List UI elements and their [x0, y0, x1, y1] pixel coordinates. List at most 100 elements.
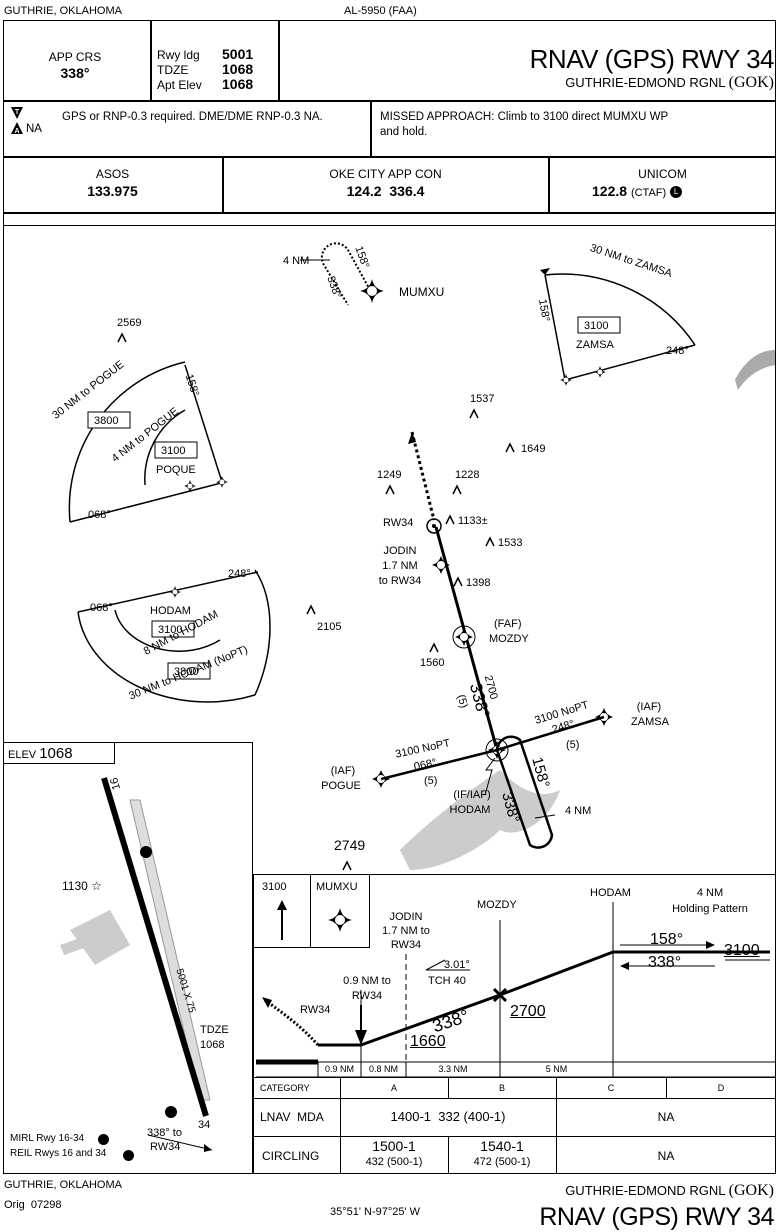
airport-sketch	[60, 777, 213, 1152]
profile-ma-fix: MUMXU	[316, 881, 358, 893]
cat-d: D	[717, 1083, 725, 1093]
footer-orig: Orig 07298	[4, 1199, 62, 1211]
header-city: GUTHRIE, OKLAHOMA	[4, 5, 122, 17]
obstacle-1537: 1537	[470, 393, 495, 405]
minimums-table	[253, 1077, 776, 1174]
zamsa-taa-arc	[544, 273, 696, 346]
taxiway	[129, 799, 211, 1101]
runway-34-label: 34	[198, 1119, 211, 1131]
obstacle-1249: 1249	[377, 469, 402, 481]
footer-title: RNAV (GPS) RWY 34	[539, 1203, 774, 1231]
sketch-crs-1: 338° to	[147, 1127, 182, 1139]
apt-elev-label: Apt Elev	[157, 78, 202, 92]
alternate-minimums-icon: T	[11, 107, 23, 119]
ctaf-label: (CTAF)	[630, 187, 667, 199]
profile-ma-alt: 3100	[262, 881, 287, 893]
alternate-na-text: NA	[26, 123, 42, 135]
hodam-taa-crs-068: 068°	[90, 602, 113, 614]
profile-dist-1: 0.9 NM	[324, 1064, 354, 1074]
ldg-divider	[278, 20, 280, 100]
hodam-taa-outer-arc	[77, 611, 256, 703]
alternate-na-icon: A	[11, 122, 23, 135]
profile-hold-in: 158°	[650, 931, 684, 948]
row2-divider	[3, 156, 776, 158]
tdze-value: 1068	[222, 61, 254, 77]
descent-path	[318, 950, 614, 1047]
hodam-taa-alt-inner: 3100	[158, 624, 183, 636]
chart-id: AL-5950 (FAA)	[344, 5, 417, 17]
unicom-label: UNICOM	[638, 167, 687, 181]
notes-divider	[370, 100, 372, 156]
approach-control-frequency: 124.2 336.4	[346, 183, 425, 199]
app-crs-value: 338°	[60, 65, 90, 81]
min-col-cd	[666, 1077, 667, 1098]
tdze-label: TDZE	[157, 63, 189, 77]
airport-identifier: (GOK)	[728, 74, 774, 91]
ma-fix-box	[310, 874, 370, 948]
profile-jodin-alt: 1660	[410, 1033, 446, 1050]
pogue-alt-inner	[154, 441, 198, 459]
profile-hold-1: 4 NM	[696, 887, 724, 899]
mirl-lighting-icon	[98, 1134, 109, 1145]
reil-lighting-icon	[123, 1150, 134, 1161]
profile-jodin-d1: 1.7 NM to	[382, 925, 430, 937]
profile-tch: TCH 40	[428, 975, 466, 987]
circling-b-2: 472 (500-1)	[473, 1156, 531, 1168]
elevation-row: ELEV 1068	[8, 746, 73, 761]
final-dist: (5)	[454, 693, 470, 710]
missed-approach-line2: and hold.	[380, 126, 428, 138]
profile-dist-3: 3.3 NM	[438, 1064, 468, 1074]
profile-vdp-1: 0.9 NM to	[343, 975, 391, 987]
obstacle-1533: 1533	[498, 537, 523, 549]
profile-vdp-2: RW34	[351, 990, 383, 1002]
apt-elev-value: 1068	[222, 76, 254, 92]
circling-label: CIRCLING	[262, 1149, 320, 1163]
circling-a-1: 1500-1	[372, 1138, 416, 1154]
airport-sketch-frame	[3, 742, 253, 1174]
profile-hodam: HODAM	[590, 887, 631, 899]
profile-hold-alt: 3100	[724, 942, 760, 959]
app-crs-label: APP CRS	[48, 50, 102, 64]
svg-text:T: T	[15, 109, 20, 116]
extended-centerline	[410, 431, 436, 521]
footer-airport: GUTHRIE-EDMOND RGNL (GOK)	[565, 1183, 774, 1199]
zamsa-taa-name: ZAMSA	[576, 339, 614, 351]
min-row-line-2	[253, 1136, 776, 1137]
mumxu-hold	[320, 242, 371, 306]
pogue-nopt-dist: (5)	[424, 775, 438, 787]
rw34-label: RW34	[383, 517, 414, 529]
sketch-tdze-value: 1068	[200, 1039, 225, 1051]
jodin-dist-2: to RW34	[378, 575, 422, 587]
asos-frequency: 133.975	[87, 183, 138, 199]
pogue-iaf-name: POGUE	[321, 780, 361, 792]
mumxu-fix	[360, 279, 384, 303]
gps-requirement-note: GPS or RNP-0.3 required. DME/DME RNP-0.3…	[62, 111, 323, 123]
profile-mozdy: MOZDY	[477, 899, 517, 911]
unicom-frequency-row: 122.8 (CTAF) L	[592, 184, 683, 199]
pogue-taa-crs-068: 068°	[88, 509, 111, 521]
profile-jodin-d2: RW34	[390, 939, 422, 951]
sketch-tdze-label: TDZE	[200, 1024, 229, 1036]
zamsa-taa-alt: 3100	[584, 320, 609, 332]
elevation-box	[3, 742, 115, 764]
profile-jodin: JODIN	[389, 911, 423, 923]
hodam-hold-length: 4 NM	[565, 805, 592, 817]
cat-c: C	[607, 1083, 615, 1093]
airport-name-text: GUTHRIE-EDMOND RGNL	[565, 75, 726, 90]
pogue-taa-alt-outer: 3800	[94, 415, 119, 427]
hodam-if-label: (IF/IAF)	[453, 789, 491, 801]
profile-dist-2: 0.8 NM	[368, 1064, 398, 1074]
cat-a: A	[390, 1083, 397, 1093]
approach-control-label: OKE CITY APP CON	[329, 167, 442, 181]
rw34-waypoint	[426, 518, 442, 534]
mozdy-label: MOZDY	[489, 633, 529, 645]
zamsa-taa-crs-248: 248°	[666, 345, 689, 357]
category-label: CATEGORY	[260, 1083, 310, 1093]
reil-note: REIL Rwys 16 and 34	[10, 1148, 107, 1159]
pogue-taa-inner-arc	[144, 409, 186, 486]
circling-b-1: 1540-1	[480, 1138, 524, 1154]
procedure-title: RNAV (GPS) RWY 34	[529, 44, 775, 74]
hodam-taa-alt-outer: 3800	[174, 666, 199, 678]
zamsa-iaf-label: (IAF)	[636, 701, 662, 713]
pogue-taa-name: POQUE	[156, 464, 196, 476]
